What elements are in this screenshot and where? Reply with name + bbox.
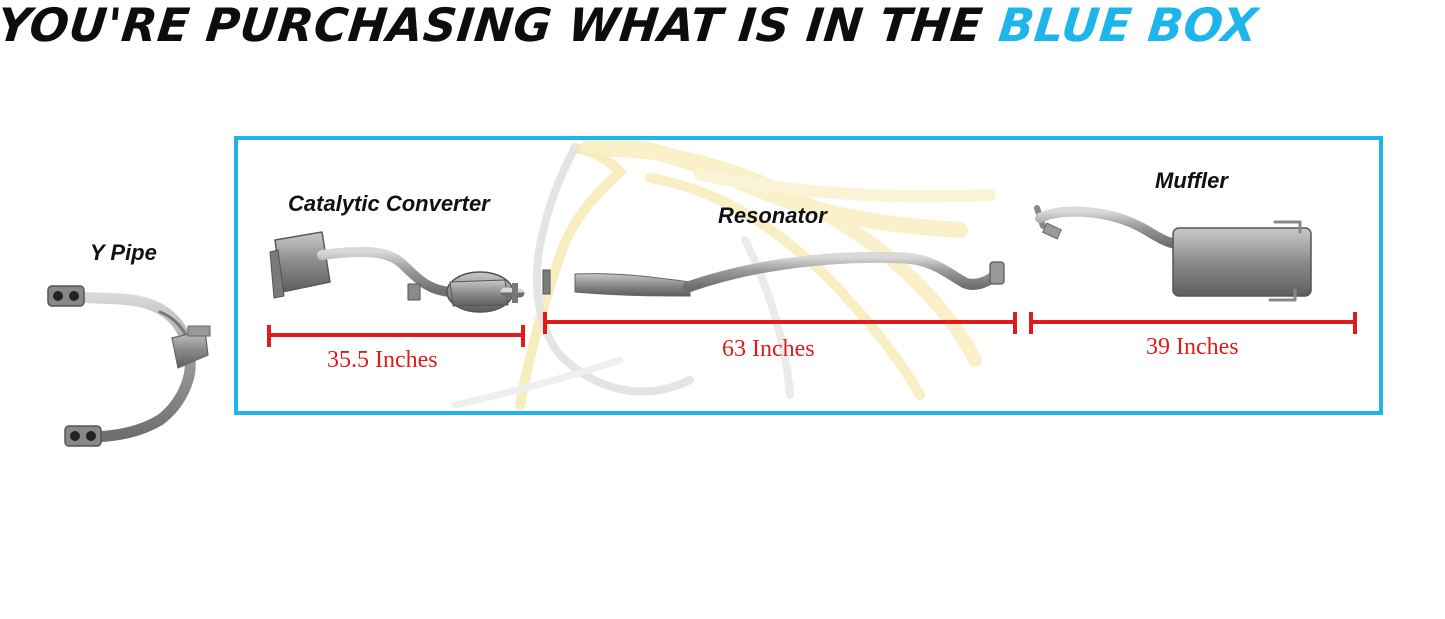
y-pipe-label: Y Pipe — [90, 240, 157, 265]
catalytic-converter-label: Catalytic Converter — [288, 191, 490, 216]
resonator-length: 63 Inches — [722, 336, 815, 362]
muffler-label: Muffler — [1155, 168, 1228, 193]
blue-box-frame — [234, 136, 1383, 415]
measure-bar-muffler — [1029, 312, 1357, 334]
y-pipe-image — [47, 285, 211, 447]
muffler-length: 39 Inches — [1146, 334, 1239, 360]
muffler-image — [1034, 205, 1353, 302]
catalytic-converter-image — [269, 231, 525, 313]
measurement-bars — [267, 312, 1357, 347]
resonator-label: Resonator — [718, 203, 827, 228]
catalytic-converter-length: 35.5 Inches — [327, 347, 438, 373]
measure-bar-resonator — [543, 312, 1017, 334]
measure-bar-catalytic-converter — [267, 325, 525, 347]
resonator-image — [542, 251, 1005, 297]
